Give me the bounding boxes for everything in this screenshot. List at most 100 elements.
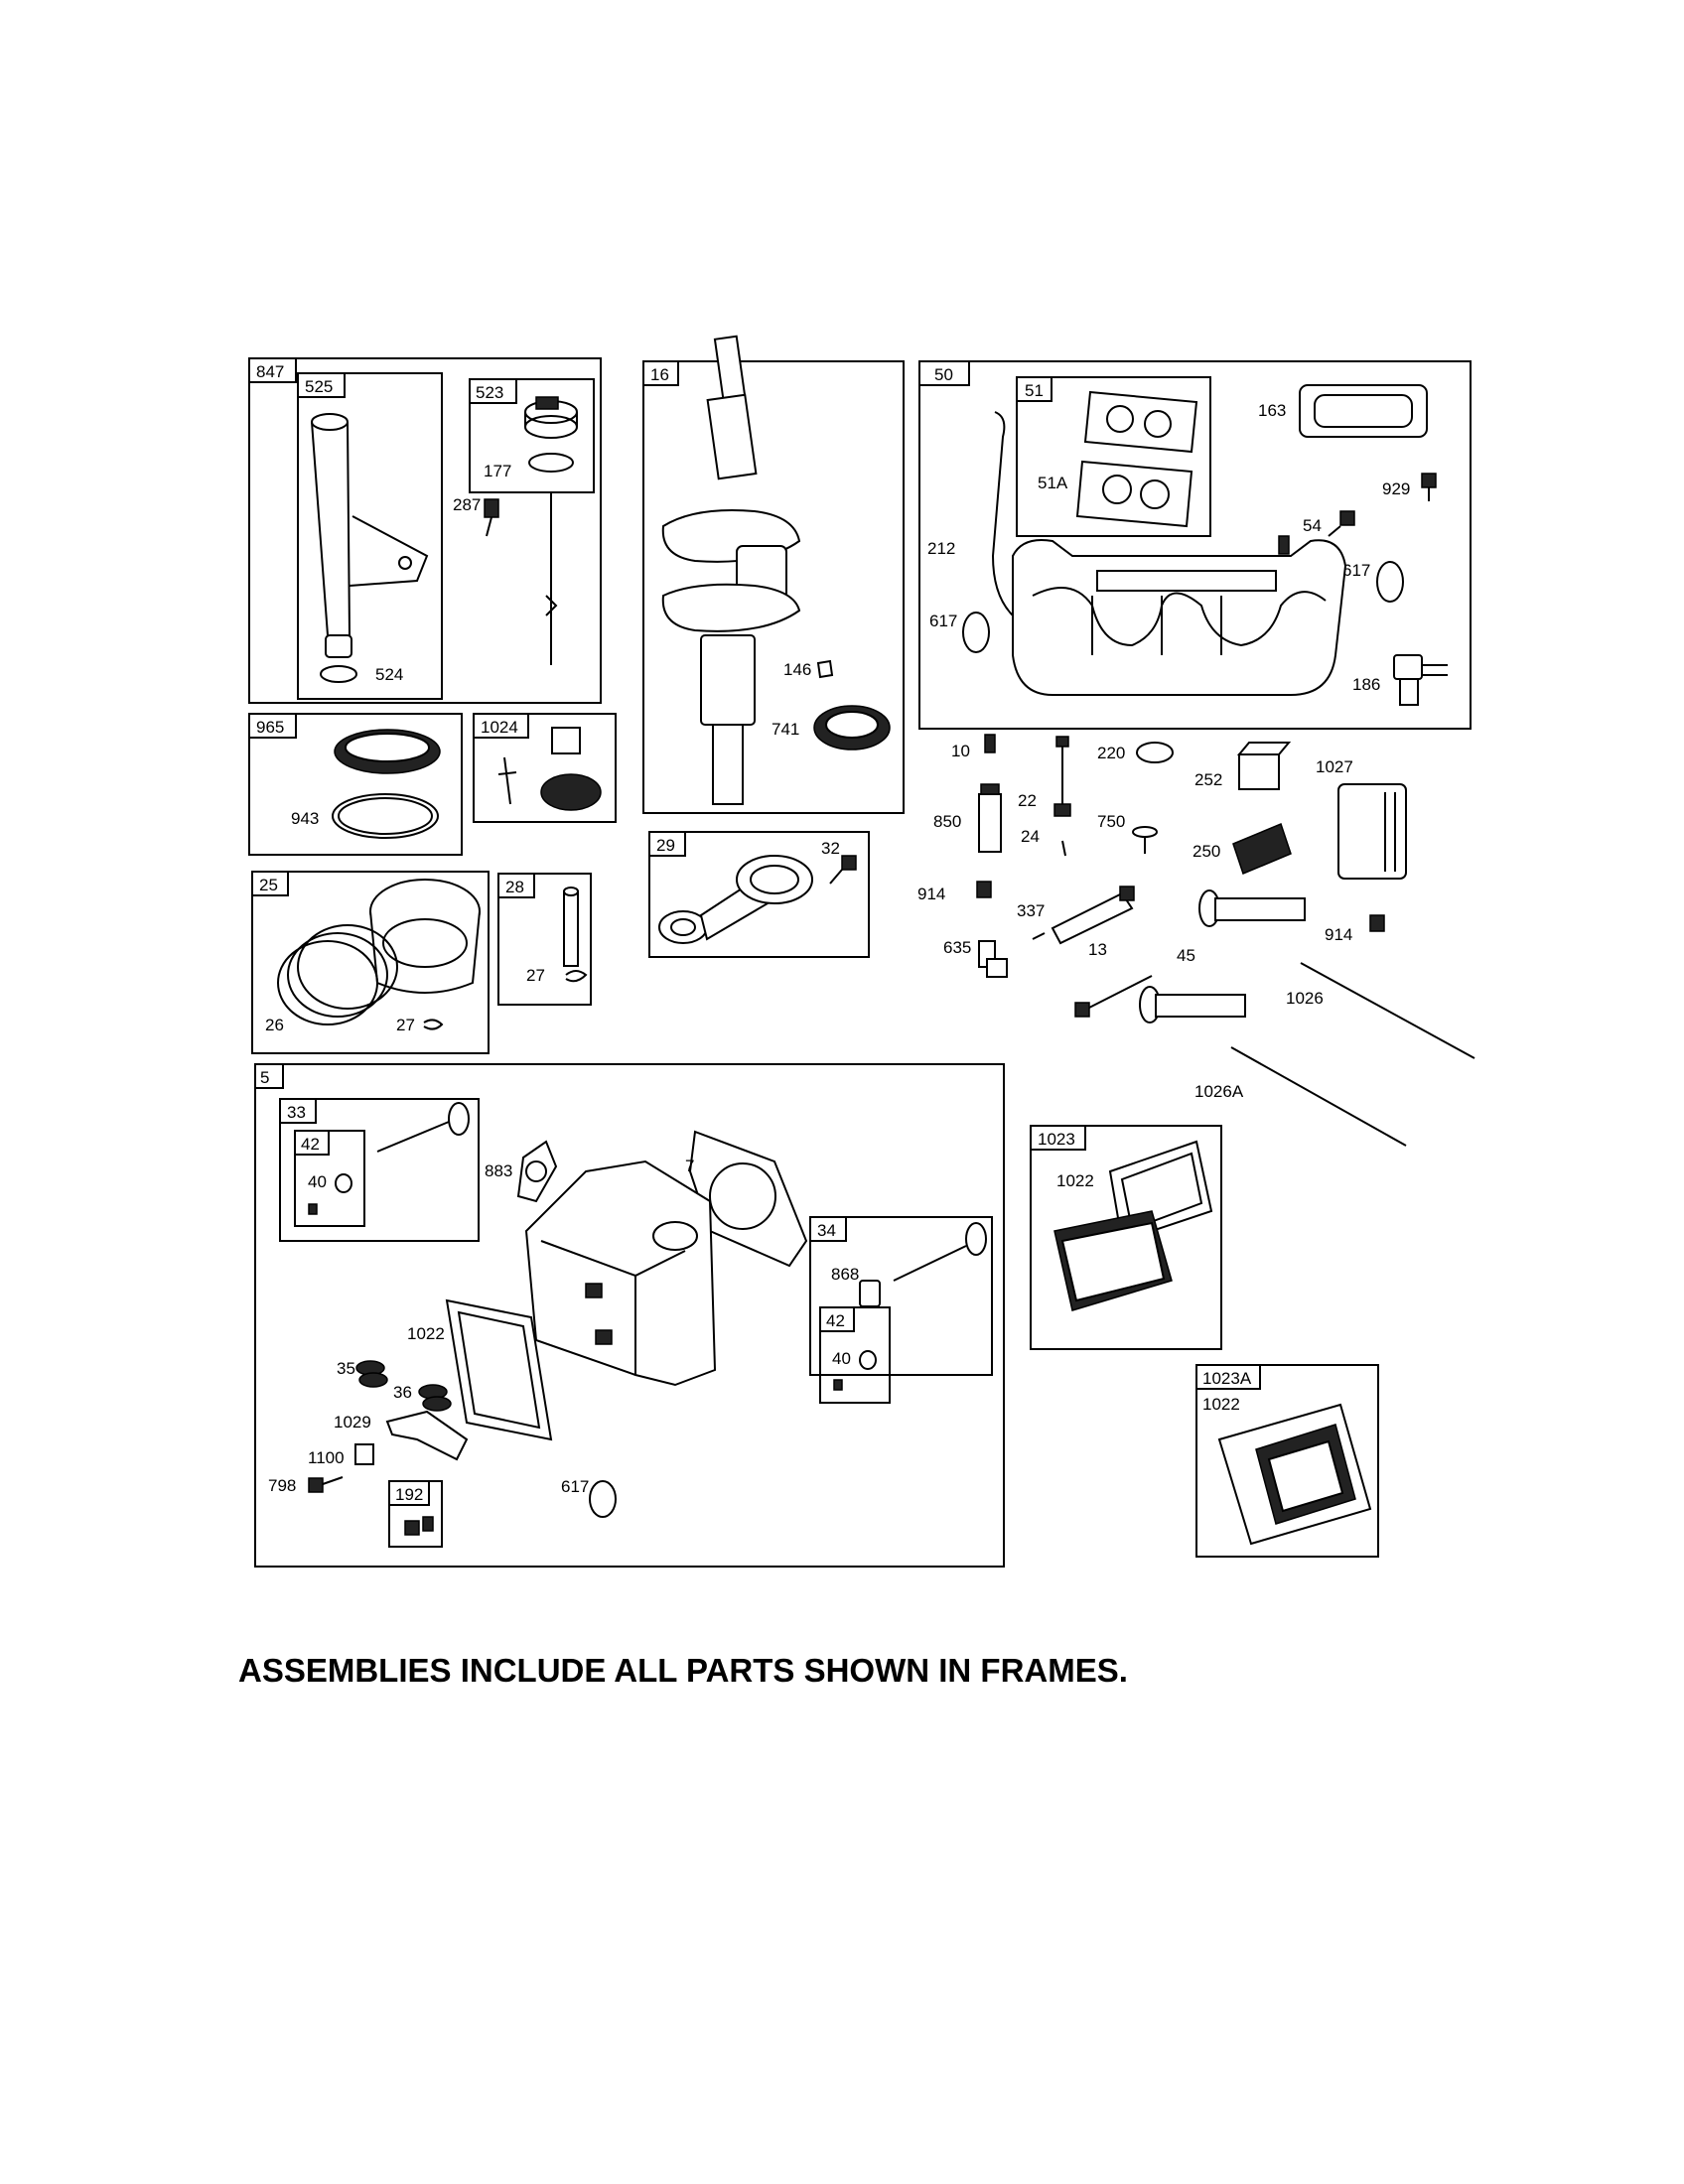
label-177: 177 (484, 462, 511, 480)
dipstick-rod (545, 492, 558, 665)
assembly-5: 5 33 42 40 883 (254, 1063, 1005, 1568)
label-929: 929 (1382, 479, 1410, 498)
o-ring-177 (528, 453, 574, 473)
fitting-635 (978, 940, 1008, 978)
label-1100: 1100 (308, 1448, 345, 1467)
breather-plate (334, 729, 441, 774)
label-26: 26 (265, 1016, 284, 1034)
label-35: 35 (337, 1359, 355, 1378)
tag-847: 847 (256, 362, 284, 381)
bolt-798 (308, 1476, 344, 1493)
valve-45 (1198, 889, 1306, 927)
assembly-25: 25 26 27 (251, 871, 490, 1054)
label-27-piston: 27 (396, 1016, 415, 1034)
screw-287 (484, 498, 499, 537)
clip-27 (423, 1019, 444, 1030)
cylinder-head (524, 1160, 717, 1387)
element-250 (1232, 822, 1292, 876)
label-250: 250 (1193, 842, 1220, 861)
assembly-51: 51 51A (1016, 376, 1211, 537)
spark-plug-337 (1032, 886, 1135, 945)
crankshaft (661, 335, 801, 805)
block-252 (1236, 742, 1292, 790)
assembly-1024: 1024 (473, 713, 617, 823)
retainer-40-left (335, 1173, 352, 1193)
gasket-51 (1083, 390, 1198, 454)
label-45: 45 (1177, 946, 1195, 965)
assembly-1023: 1023 1022 (1030, 1125, 1222, 1350)
valve-cover-1023A (1217, 1403, 1372, 1546)
label-617-left: 617 (929, 612, 957, 630)
elbow-186 (1393, 654, 1448, 706)
assembly-523: 523 177 (469, 378, 595, 493)
label-741: 741 (772, 720, 799, 739)
bolt-22 (1053, 736, 1071, 817)
gasket-163 (1299, 384, 1428, 438)
tag-25: 25 (259, 876, 278, 894)
o-ring-524 (320, 665, 357, 683)
label-617-right: 617 (1342, 561, 1370, 580)
head-gasket-7 (688, 1130, 808, 1268)
label-635: 635 (943, 938, 971, 957)
label-868: 868 (831, 1265, 859, 1284)
spring-35 (355, 1360, 388, 1388)
label-7: 7 (685, 1157, 694, 1175)
label-36: 36 (393, 1383, 412, 1402)
tag-1023A: 1023A (1202, 1369, 1252, 1388)
tag-523: 523 (476, 383, 503, 402)
label-750: 750 (1097, 812, 1125, 831)
tag-1024: 1024 (481, 718, 518, 737)
bolt-32 (829, 855, 857, 885)
label-1022-cover: 1022 (1056, 1171, 1094, 1190)
o-ring-617-head (589, 1480, 617, 1518)
label-22: 22 (1018, 791, 1037, 810)
assembly-42-right: 42 40 (819, 1306, 891, 1404)
label-1022-head: 1022 (407, 1324, 445, 1343)
label-32: 32 (821, 839, 840, 858)
tag-28: 28 (505, 878, 524, 896)
label-798: 798 (268, 1476, 296, 1495)
gasket-943 (332, 793, 439, 839)
assembly-28: 28 27 (497, 873, 592, 1006)
tag-192: 192 (395, 1485, 423, 1504)
rotor-1024 (540, 773, 602, 811)
label-13: 13 (1088, 940, 1107, 959)
assembly-29: 29 32 (648, 831, 870, 958)
label-54: 54 (1303, 516, 1322, 535)
assembly-42-left: 42 40 (294, 1130, 365, 1227)
pin-1024 (497, 756, 517, 805)
tag-965: 965 (256, 718, 284, 737)
assembly-1023A: 1023A 1022 (1195, 1364, 1379, 1558)
valve-cover (1053, 1210, 1173, 1311)
valve-1024 (551, 727, 581, 754)
assembly-525: 525 524 (297, 372, 443, 700)
assembly-50: 50 51 51A 163 929 (918, 360, 1472, 730)
tag-5: 5 (260, 1068, 269, 1087)
wrist-pin (563, 887, 579, 967)
valve-33 (376, 1102, 470, 1153)
gasket-883 (516, 1140, 558, 1203)
footer-caption: ASSEMBLIES INCLUDE ALL PARTS SHOWN IN FR… (238, 1652, 1128, 1689)
tube-850 (978, 783, 1002, 853)
screw-10 (984, 734, 996, 753)
label-27-pin: 27 (526, 966, 545, 985)
label-883: 883 (485, 1161, 512, 1180)
tag-33: 33 (287, 1103, 306, 1122)
label-10: 10 (951, 742, 970, 760)
label-617-head: 617 (561, 1477, 589, 1496)
label-287: 287 (453, 495, 481, 514)
bolt-914-right (1369, 914, 1385, 932)
tag-525: 525 (305, 377, 333, 396)
gear-741 (813, 705, 891, 751)
pushrod-1026 (1300, 962, 1475, 1059)
dipstick-cap (524, 396, 578, 439)
fitting-929 (1421, 473, 1437, 501)
spring-36 (418, 1384, 452, 1412)
tag-1023: 1023 (1038, 1130, 1075, 1149)
tag-16: 16 (650, 365, 669, 384)
pin-24 (1061, 840, 1066, 857)
label-24: 24 (1021, 827, 1040, 846)
key-146 (816, 659, 834, 679)
label-337: 337 (1017, 901, 1045, 920)
label-212: 212 (927, 539, 955, 558)
